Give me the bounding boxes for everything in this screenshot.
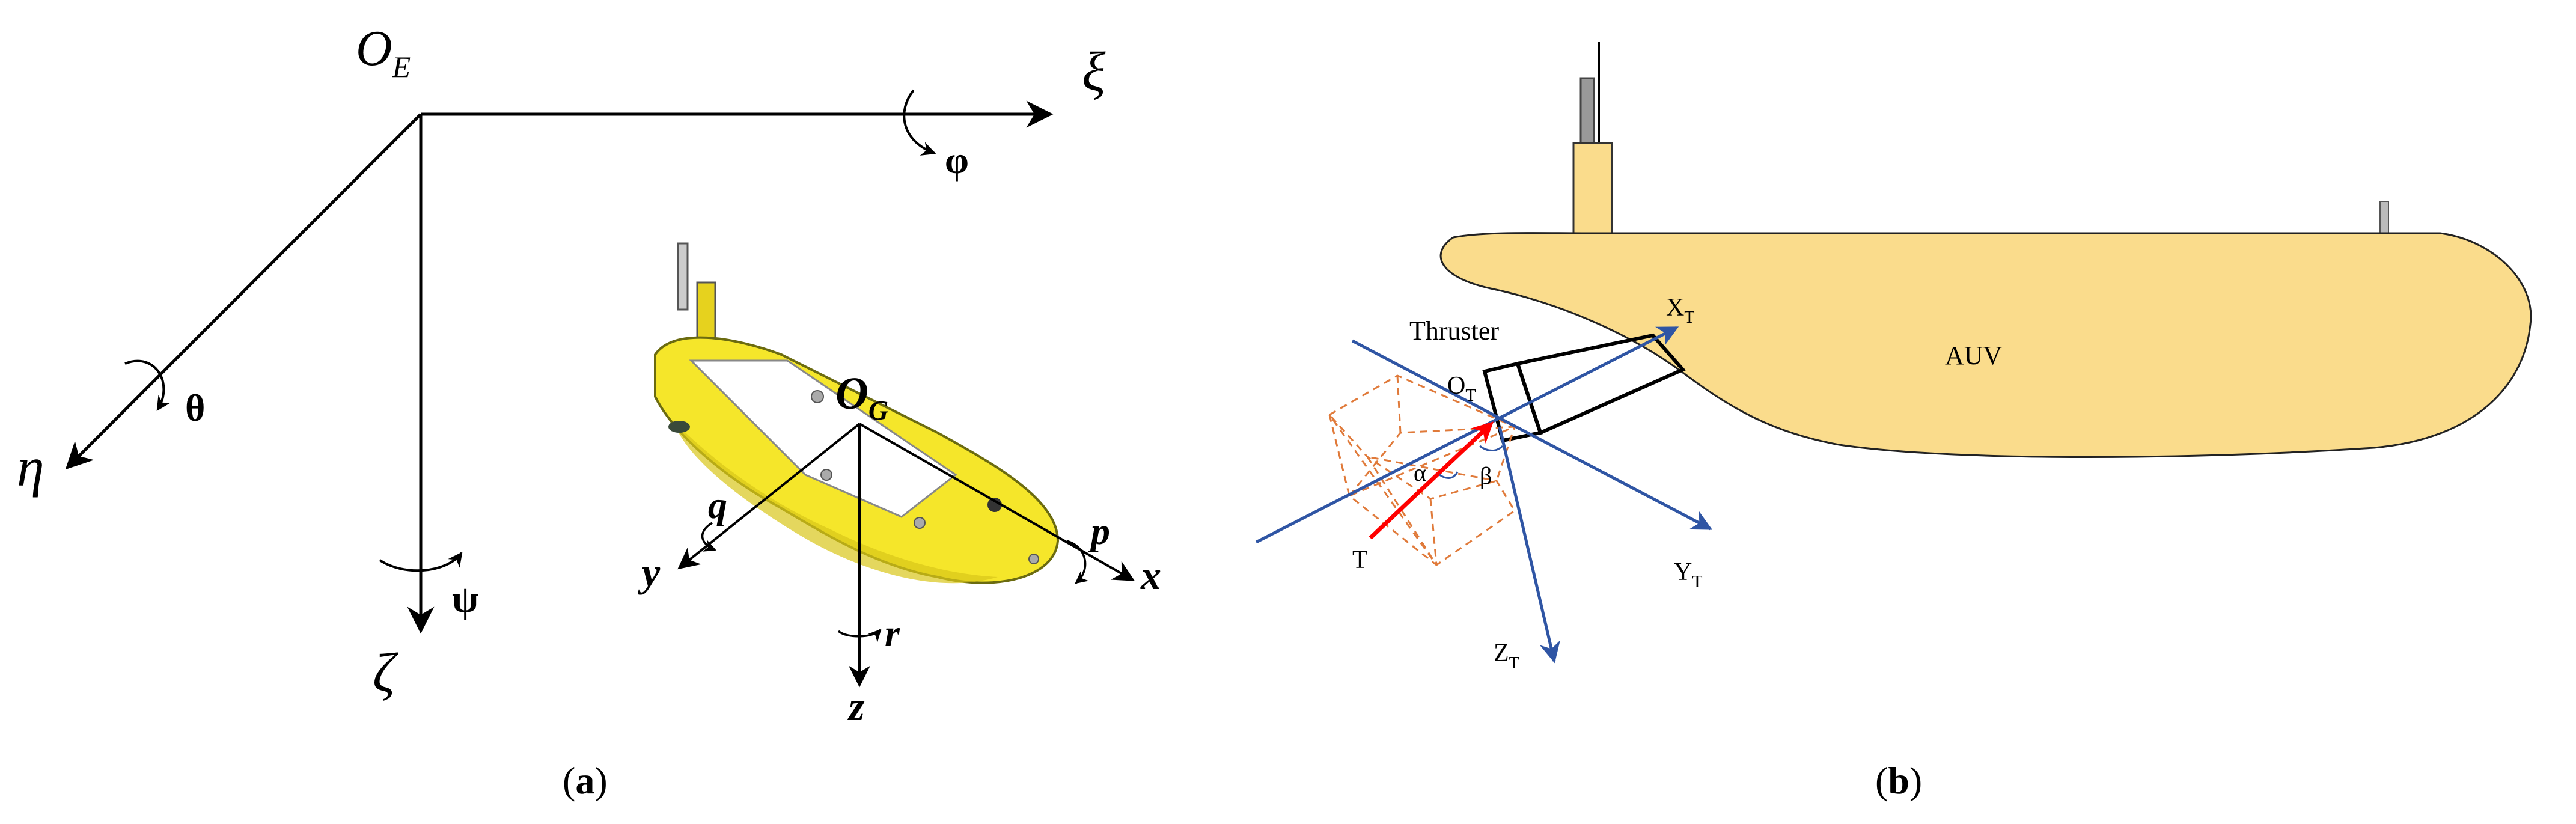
r-rotation-arc — [837, 629, 882, 642]
z-axis-label: z — [847, 683, 865, 729]
theta-rotation-arc — [124, 359, 171, 412]
body-origin-label: OG — [835, 368, 888, 426]
caption-b: (b) — [1875, 759, 1923, 802]
q-rotation-arc — [701, 522, 716, 552]
auv-label: AUV — [1945, 341, 2003, 370]
eta-axis-label: η — [17, 436, 44, 498]
zt-axis-label: ZT — [1494, 639, 1519, 673]
xi-axis-label: ξ — [1082, 41, 1106, 102]
phi-label: φ — [945, 139, 969, 182]
eta-axis-line — [65, 113, 422, 470]
panel-b: AUV Thruster OT T XT YT — [1255, 42, 2532, 673]
psi-label: ψ — [452, 578, 478, 620]
thrust-label: T — [1352, 546, 1368, 574]
body-frame — [677, 423, 1135, 688]
earth-frame — [65, 89, 1054, 634]
alpha-label: α — [1414, 459, 1426, 486]
dashed-projection-box — [1328, 374, 1516, 567]
alpha-angle-arc — [1439, 471, 1459, 479]
thruster-label: Thruster — [1409, 316, 1499, 346]
auv-vehicle-illustration — [654, 242, 1060, 584]
xt-axis-label: XT — [1666, 294, 1694, 327]
auv-hull — [1439, 42, 2532, 458]
p-rotation-arc — [1066, 540, 1089, 584]
thrust-vector — [1369, 421, 1494, 540]
thruster-origin-label: OT — [1447, 372, 1476, 405]
beta-angle-arc — [1479, 445, 1504, 451]
psi-rotation-arc — [379, 552, 463, 572]
thruster-axes — [1255, 326, 1713, 664]
x-axis-label: x — [1140, 552, 1161, 598]
r-label: r — [885, 612, 900, 655]
q-label: q — [708, 484, 727, 526]
caption-a: (a) — [563, 759, 608, 802]
yt-axis-label: YT — [1674, 558, 1702, 591]
y-axis-label: y — [638, 549, 661, 595]
yt-axis-line — [1351, 339, 1713, 531]
p-label: p — [1088, 510, 1110, 552]
xt-axis-line — [1255, 326, 1679, 544]
x-axis-line — [859, 423, 1135, 581]
earth-origin-label: OE — [356, 20, 411, 84]
phi-rotation-arc — [903, 89, 936, 156]
theta-label: θ — [185, 386, 205, 429]
zt-axis-line — [1498, 426, 1560, 664]
panel-a: OE ξ η ζ φ θ ψ — [17, 20, 1161, 729]
beta-label: β — [1480, 462, 1492, 489]
zeta-axis-label: ζ — [373, 642, 398, 703]
